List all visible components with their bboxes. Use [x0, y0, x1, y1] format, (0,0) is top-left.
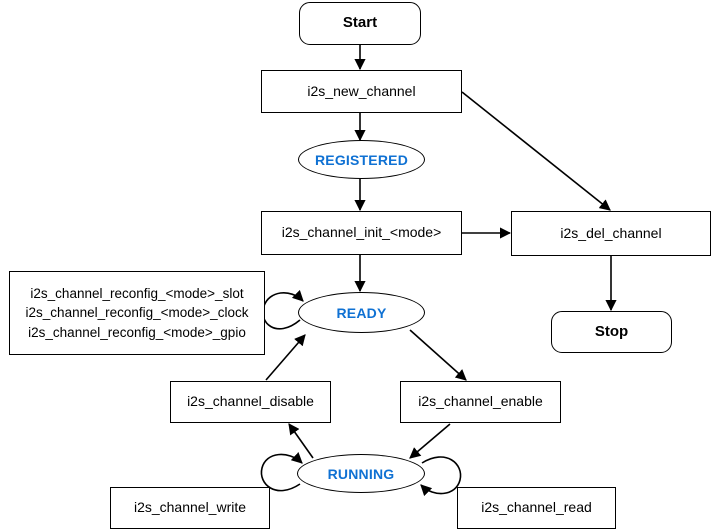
state-running-label: RUNNING [327, 465, 395, 482]
node-start[interactable]: Start [299, 2, 421, 45]
node-i2s-channel-write-label: i2s_channel_write [133, 499, 247, 516]
node-i2s-channel-reconfig-label: i2s_channel_reconfig_<mode>_slot i2s_cha… [25, 285, 249, 340]
node-i2s-channel-init-label: i2s_channel_init_<mode> [281, 224, 442, 241]
node-i2s-new-channel[interactable]: i2s_new_channel [261, 70, 462, 113]
edge-ready-to-channel-enable [409, 329, 467, 381]
node-i2s-channel-enable[interactable]: i2s_channel_enable [400, 381, 561, 423]
node-i2s-channel-disable[interactable]: i2s_channel_disable [170, 381, 331, 423]
node-i2s-channel-write[interactable]: i2s_channel_write [110, 487, 270, 529]
node-i2s-new-channel-label: i2s_new_channel [307, 82, 416, 99]
node-i2s-channel-disable-label: i2s_channel_disable [187, 393, 314, 410]
node-i2s-channel-reconfig[interactable]: i2s_channel_reconfig_<mode>_slot i2s_cha… [9, 271, 265, 355]
state-registered[interactable]: REGISTERED [298, 140, 425, 179]
state-running[interactable]: RUNNING [297, 454, 425, 493]
node-i2s-channel-read[interactable]: i2s_channel_read [457, 487, 616, 529]
node-stop[interactable]: Stop [551, 311, 672, 353]
edge-running-self-loop-left [260, 452, 303, 492]
node-i2s-channel-enable-label: i2s_channel_enable [418, 393, 543, 410]
node-start-label: Start [342, 14, 378, 32]
node-i2s-channel-read-label: i2s_channel_read [481, 499, 592, 516]
state-registered-label: REGISTERED [314, 151, 408, 168]
edge-running-to-channel-disable [288, 423, 314, 459]
node-i2s-channel-init[interactable]: i2s_channel_init_<mode> [261, 211, 462, 255]
edge-ready-self-loop [262, 289, 304, 330]
state-ready-label: READY [336, 304, 387, 321]
node-i2s-del-channel[interactable]: i2s_del_channel [511, 211, 711, 256]
edge-new-channel-to-del-channel [461, 91, 611, 211]
node-stop-label: Stop [594, 322, 629, 340]
edge-channel-enable-to-running [409, 423, 451, 459]
edge-running-self-loop-right [420, 456, 462, 497]
edge-channel-disable-to-ready [265, 334, 306, 381]
node-i2s-del-channel-label: i2s_del_channel [560, 224, 662, 241]
state-ready[interactable]: READY [298, 292, 425, 333]
